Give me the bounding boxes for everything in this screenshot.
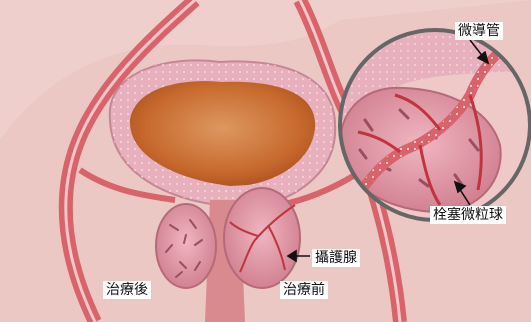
label-prostate: 攝護腺: [312, 249, 360, 267]
label-before-treatment: 治療前: [280, 281, 328, 299]
label-after-treatment: 治療後: [103, 281, 151, 299]
prostate-before-treatment: [224, 188, 300, 288]
label-microcatheter: 微導管: [455, 22, 503, 40]
label-embolic-microspheres: 栓塞微粒球: [430, 206, 506, 224]
prostate-after-treatment: [156, 204, 216, 288]
